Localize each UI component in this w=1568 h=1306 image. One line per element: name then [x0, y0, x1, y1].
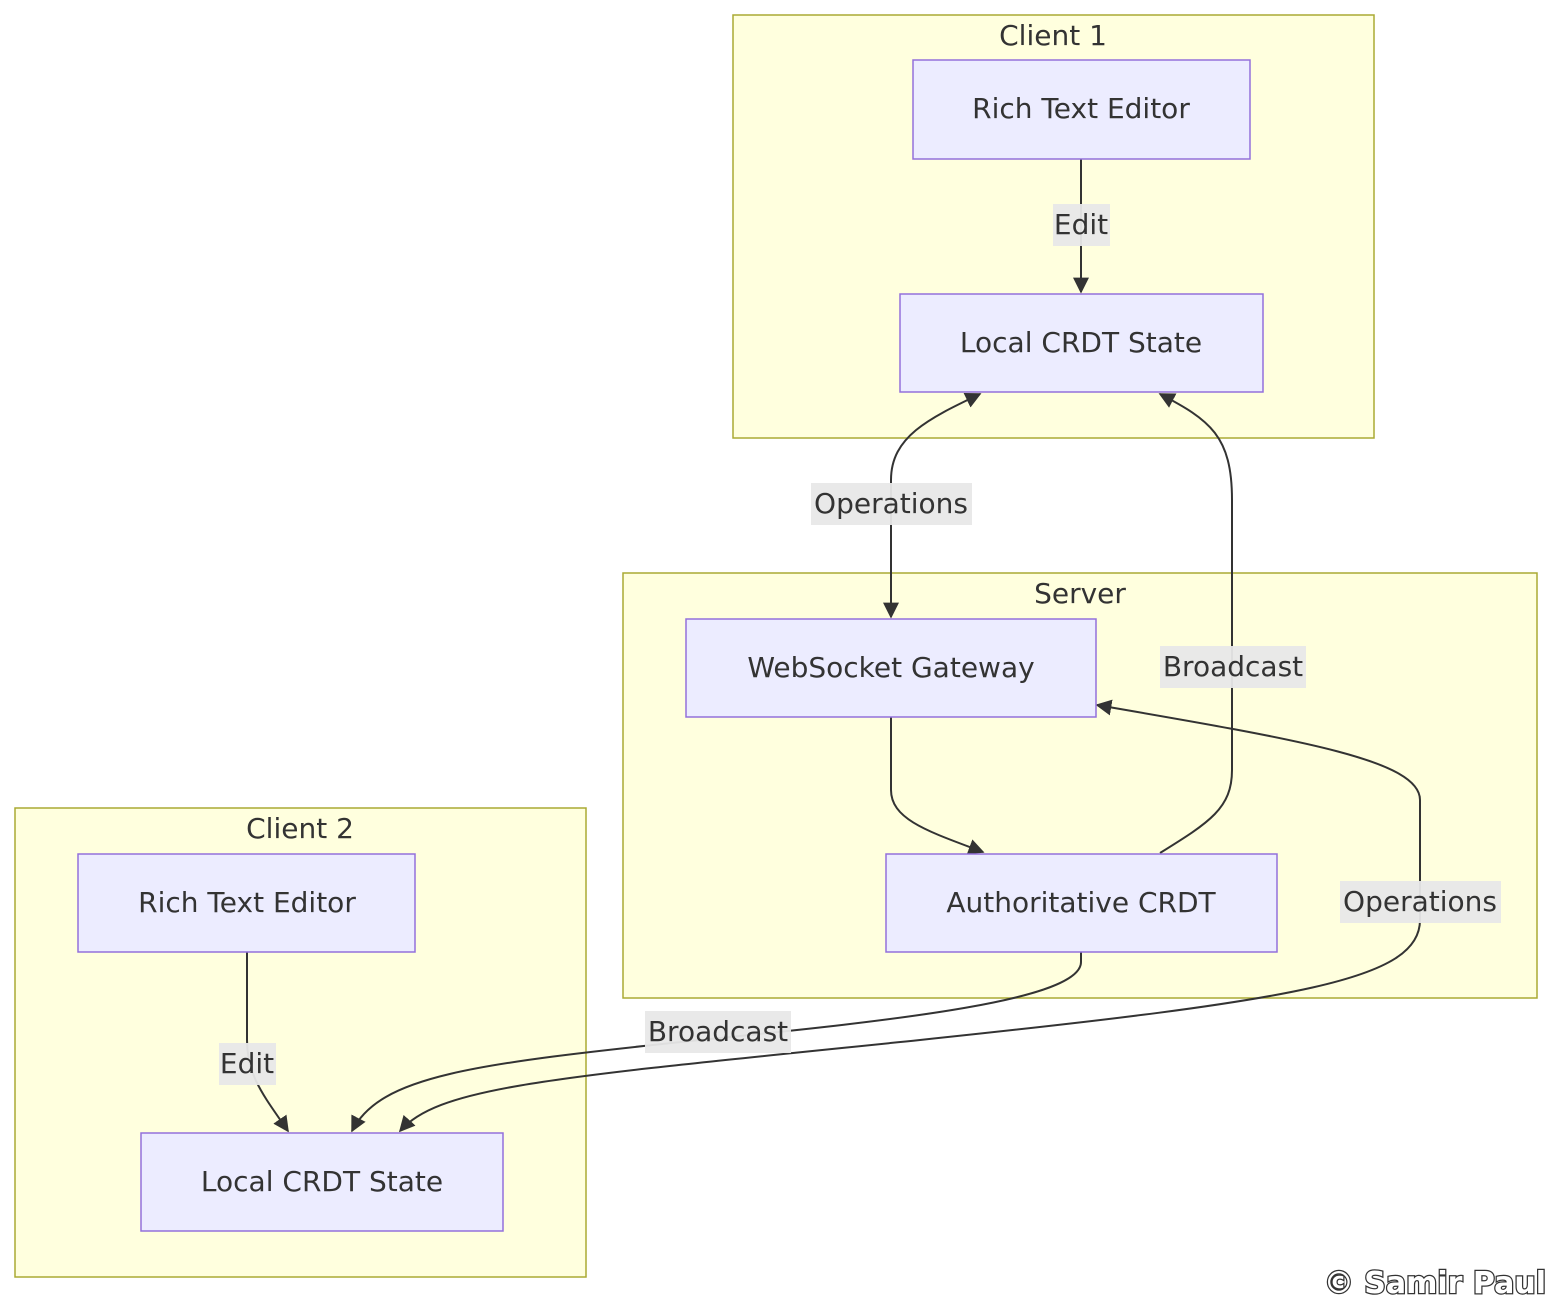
node-c2-local-crdt-state-label: Local CRDT State [201, 1165, 443, 1198]
edge-label-c1-broadcast-text: Broadcast [1163, 650, 1303, 683]
node-c1-rich-text-editor[interactable]: Rich Text Editor [912, 59, 1251, 160]
edge-label-c2-operations-text: Operations [1343, 885, 1497, 918]
cluster-server-label: Server [1034, 577, 1126, 610]
node-c2-rich-text-editor[interactable]: Rich Text Editor [77, 853, 416, 953]
edge-label-c2-edit: Edit [219, 1043, 276, 1085]
edge-label-c2-edit-text: Edit [220, 1047, 274, 1080]
node-c1-local-crdt-state-label: Local CRDT State [960, 326, 1202, 359]
node-c1-rich-text-editor-label: Rich Text Editor [972, 92, 1190, 125]
edge-label-c1-edit: Edit [1053, 204, 1110, 246]
node-c2-rich-text-editor-label: Rich Text Editor [138, 886, 356, 919]
edge-label-c2-broadcast: Broadcast [645, 1011, 791, 1053]
edge-c1-broadcast [1158, 393, 1233, 854]
node-c1-local-crdt-state[interactable]: Local CRDT State [899, 293, 1264, 393]
edge-label-c2-broadcast-text: Broadcast [648, 1015, 788, 1048]
edge-label-c1-operations: Operations [811, 483, 972, 525]
cluster-client-1-label: Client 1 [999, 19, 1107, 52]
node-authoritative-crdt[interactable]: Authoritative CRDT [885, 853, 1278, 953]
cluster-client-2-label: Client 2 [246, 812, 354, 845]
node-authoritative-crdt-label: Authoritative CRDT [946, 886, 1216, 919]
edge-label-c1-broadcast: Broadcast [1160, 646, 1306, 688]
edge-c1-operations [883, 393, 982, 619]
edge-label-c2-operations: Operations [1340, 881, 1501, 923]
edge-c2-operations [398, 699, 1421, 1133]
edge-label-c1-edit-text: Edit [1054, 208, 1108, 241]
node-c2-local-crdt-state[interactable]: Local CRDT State [140, 1132, 504, 1232]
node-websocket-gateway-label: WebSocket Gateway [747, 651, 1034, 684]
node-websocket-gateway[interactable]: WebSocket Gateway [685, 618, 1097, 718]
watermark-text: © Samir Paul [1324, 1266, 1546, 1301]
edge-label-c1-operations-text: Operations [814, 487, 968, 520]
